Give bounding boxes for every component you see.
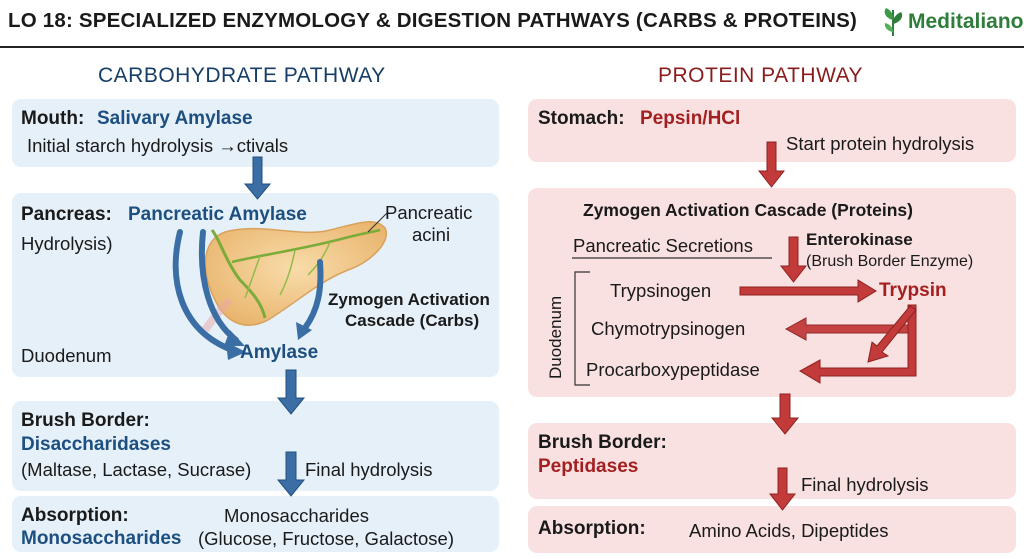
- zymogen-carbs-2: Cascade (Carbs): [345, 311, 480, 330]
- duodenum-protein: Duodenum: [546, 295, 565, 379]
- protein-brush-label: Brush Border:: [538, 432, 667, 453]
- mouth-desc: Initial starch hydrolysis →ctivals: [27, 135, 289, 156]
- page-title: LO 18: SPECIALIZED ENZYMOLOGY & DIGESTIO…: [8, 9, 858, 32]
- amino-acids: Amino Acids, Dipeptides: [689, 520, 889, 541]
- carb-brush-label: Brush Border:: [21, 410, 150, 431]
- protein-final-hydrolysis: Final hydrolysis: [801, 474, 929, 495]
- disaccharidases: Disaccharidases: [21, 434, 171, 455]
- carb-curved-arrowheads: [224, 322, 312, 360]
- mouth-box: [12, 99, 499, 167]
- pancreatic-secretions: Pancreatic Secretions: [573, 235, 753, 256]
- trypsin: Trypsin: [879, 280, 947, 301]
- brand-name: Meditaliano: [908, 10, 1024, 33]
- brush-border-enzyme: (Brush Border Enzyme): [806, 253, 974, 270]
- acini-label-1: Pancreatic: [385, 202, 473, 223]
- acini-label-2: acini: [412, 224, 451, 245]
- duodenum-carb: Duodenum: [21, 345, 112, 366]
- enterokinase: Enterokinase: [806, 230, 913, 249]
- pepsin-hcl: Pepsin/HCl: [640, 108, 741, 129]
- carb-arrows: [243, 156, 306, 497]
- amylase-label: Amylase: [240, 342, 319, 363]
- procarboxypeptidase: Procarboxypeptidase: [586, 359, 760, 380]
- monosaccharides-text: Monosaccharides: [224, 505, 369, 526]
- duodenum-bracket: [572, 257, 772, 386]
- stomach-label: Stomach:: [538, 108, 625, 129]
- leaf-icon: [884, 8, 903, 37]
- zymogen-carbs-1: Zymogen Activation: [328, 290, 490, 309]
- carb-pathway-title: CARBOHYDRATE PATHWAY: [98, 64, 386, 87]
- protein-absorption-box: [528, 506, 1016, 553]
- protein-brush-border-box: [528, 423, 1016, 499]
- carb-absorption-label: Absorption:: [21, 505, 129, 526]
- pancreas-label: Pancreas:: [21, 204, 112, 225]
- pancreas-illustration: [201, 211, 389, 333]
- hydrolysis-text: Hydrolysis): [21, 233, 113, 254]
- peptidases: Peptidases: [538, 456, 639, 477]
- protein-pathway-title: PROTEIN PATHWAY: [658, 64, 864, 87]
- stomach-desc: Start protein hydrolysis: [786, 133, 975, 154]
- monosaccharide-list: (Glucose, Fructose, Galactose): [198, 528, 455, 549]
- pancreatic-amylase: Pancreatic Amylase: [128, 204, 307, 225]
- carb-brush-border-box: [12, 401, 499, 491]
- protein-arrows: [739, 141, 917, 511]
- brand-logo[interactable]: Meditaliano: [880, 5, 1024, 39]
- protein-absorption-label: Absorption:: [538, 518, 646, 539]
- disaccharidase-examples: (Maltase, Lactase, Sucrase): [21, 459, 252, 480]
- header-divider: [0, 46, 1024, 48]
- mouth-label: Mouth:: [21, 108, 85, 129]
- carb-absorption-box: [12, 496, 499, 552]
- monosaccharides-bold: Monosaccharides: [21, 528, 182, 549]
- protein-cascade-title: Zymogen Activation Cascade (Proteins): [583, 200, 913, 220]
- salivary-amylase: Salivary Amylase: [97, 108, 253, 129]
- carb-curved-arrows: [172, 229, 324, 353]
- chymotrypsinogen: Chymotrypsinogen: [591, 318, 746, 339]
- carb-final-hydrolysis: Final hydrolysis: [305, 459, 433, 480]
- trypsinogen: Trypsinogen: [610, 280, 712, 301]
